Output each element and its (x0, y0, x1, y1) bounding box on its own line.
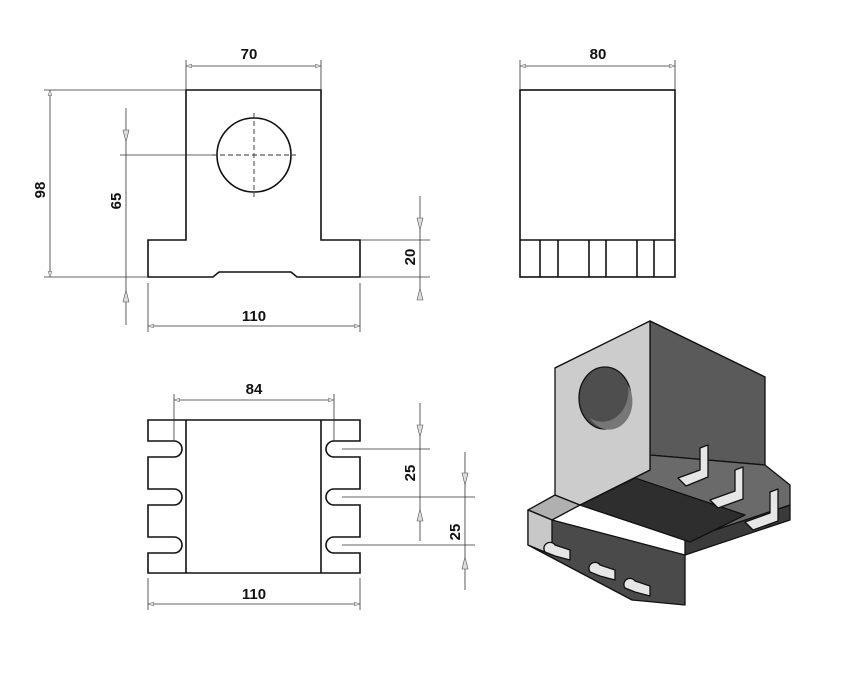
arrow-25b-top (461, 472, 469, 486)
front-view-outline (147, 89, 361, 278)
iso-side-slots (677, 444, 779, 531)
arrow-25b-bottom (461, 556, 469, 570)
side-view-outline (519, 89, 676, 278)
iso-slot (709, 466, 744, 509)
dim-label-70: 70 (241, 46, 258, 63)
arrow-25a-bottom (416, 508, 424, 522)
arrow-25a-top (416, 424, 424, 438)
dim-label-110-front: 110 (242, 308, 266, 325)
iso-slot (677, 444, 709, 487)
arrow-65-top (122, 129, 130, 143)
iso-slot (588, 561, 616, 581)
side-view-slots (539, 240, 655, 277)
iso-front-slots (543, 541, 651, 597)
top-view: 84 25 25 110 (147, 381, 475, 610)
dim-label-65: 65 (108, 193, 125, 210)
iso-slot (744, 488, 779, 531)
dim-label-25a: 25 (402, 465, 419, 482)
isometric-view (527, 320, 791, 606)
top-view-outline (147, 419, 361, 574)
iso-slot (623, 577, 651, 597)
iso-hole-shade (590, 385, 633, 430)
dim-label-20: 20 (402, 249, 419, 266)
dim-label-80: 80 (590, 46, 607, 63)
dim-label-84: 84 (246, 381, 263, 398)
iso-upright-side-face (649, 320, 766, 466)
arrow-65-bottom (122, 289, 130, 303)
dim-label-25b: 25 (447, 524, 464, 541)
front-view: 70 98 65 20 110 (32, 46, 430, 332)
arrow-20-bottom (416, 287, 424, 301)
dim-label-98: 98 (32, 182, 49, 199)
iso-slot (543, 541, 571, 561)
arrow-20-top (416, 217, 424, 231)
dim-label-110-top: 110 (242, 586, 266, 603)
side-view: 80 (519, 46, 676, 278)
